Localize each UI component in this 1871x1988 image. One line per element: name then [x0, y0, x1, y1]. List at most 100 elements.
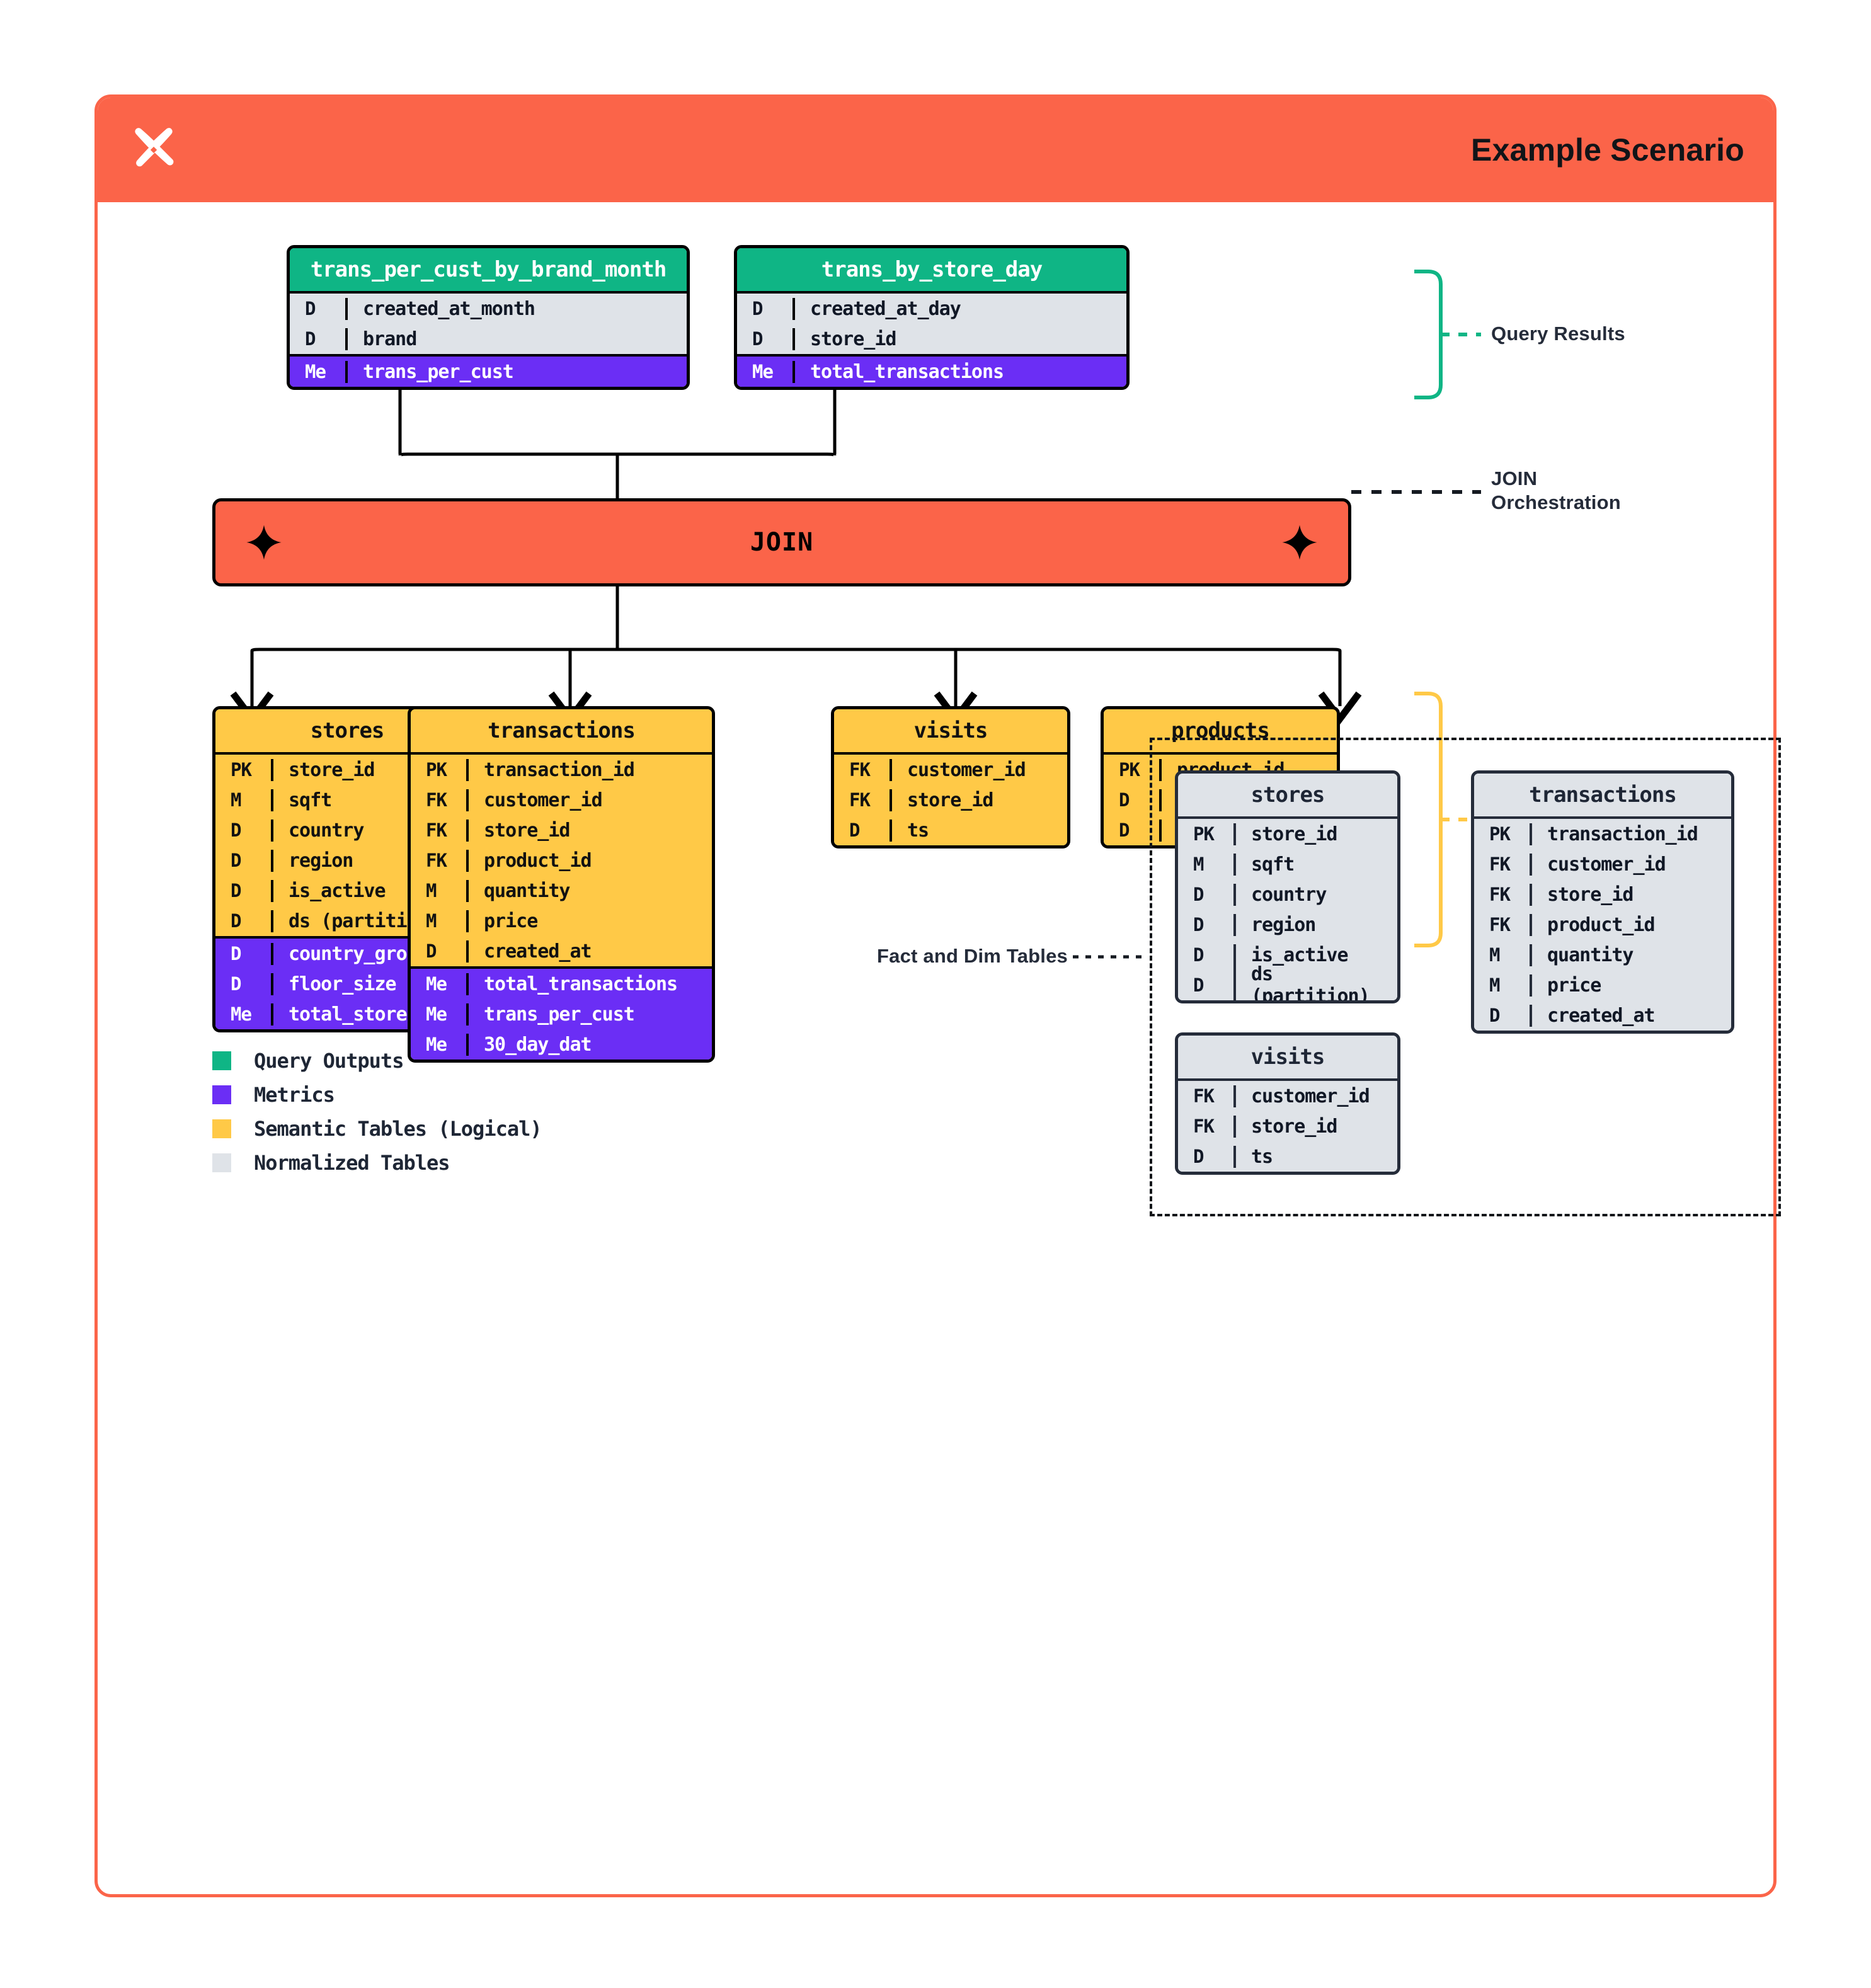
row-key: D	[752, 328, 763, 350]
row-key: FK	[1489, 884, 1511, 905]
row-key: PK	[231, 759, 252, 780]
row-field: ds (partition)	[1233, 963, 1397, 1000]
row-key: D	[1119, 820, 1130, 841]
dimension-rows: D created_at_day D store_id	[737, 291, 1126, 354]
table-row: D created_at_month	[290, 294, 687, 324]
row-field: ts	[1233, 1145, 1397, 1168]
row-field: created_at_month	[345, 297, 687, 320]
row-field: is_active	[271, 879, 479, 902]
fact-dim-container	[1150, 738, 1781, 1216]
table-header: visits	[1178, 1036, 1397, 1078]
row-key: Me	[426, 973, 447, 995]
row-key: D	[849, 820, 860, 841]
row-field: sqft	[271, 789, 479, 811]
row-field: ts	[890, 819, 1067, 842]
annotation-query-results: Query Results	[1491, 322, 1625, 346]
row-key: D	[752, 298, 763, 319]
row-key: Me	[231, 1003, 252, 1025]
row-field: country_group	[271, 942, 479, 965]
row-field: country	[271, 819, 479, 842]
row-field: store_id	[792, 328, 1126, 350]
annotation-text: Fact and Dim Tables	[877, 945, 1068, 967]
table-header: trans_per_cust_by_brand_month	[290, 248, 687, 291]
row-field: total_stores	[271, 1003, 479, 1025]
annotation-text: Query Results	[1491, 323, 1625, 345]
row-key: D	[1193, 914, 1204, 935]
row-field: 30_day_dat	[466, 1033, 712, 1056]
sparkle-icon	[1282, 525, 1317, 560]
annotation-text-line1: JOIN	[1491, 467, 1538, 489]
query-result-table-trans-per-cust-by-brand-month[interactable]: trans_per_cust_by_brand_month D created_…	[287, 245, 690, 390]
row-field: floor_size	[271, 973, 479, 995]
page-title: Example Scenario	[1471, 132, 1744, 168]
row-key: FK	[849, 789, 871, 811]
row-field: country	[1233, 883, 1397, 906]
row-field: brand	[345, 328, 687, 350]
row-key: D	[1489, 1005, 1500, 1026]
row-field: quantity	[1530, 944, 1731, 966]
row-field: region	[271, 849, 479, 872]
legend-label: Query Outputs	[254, 1049, 404, 1073]
row-key: D	[1193, 944, 1204, 966]
row-key: PK	[1489, 823, 1511, 845]
join-orchestration-bar[interactable]: JOIN	[212, 498, 1351, 586]
table-row: Me trans_per_cust	[290, 357, 687, 387]
row-key: FK	[849, 759, 871, 780]
metric-rows: Me trans_per_cust	[290, 354, 687, 387]
table-header: trans_by_store_day	[737, 248, 1126, 291]
legend-label: Semantic Tables (Logical)	[254, 1117, 542, 1141]
row-key: D	[231, 820, 241, 841]
row-key: D	[305, 328, 316, 350]
sparkle-icon	[246, 525, 282, 560]
row-key: PK	[1193, 823, 1215, 845]
table-row: D created_at_day	[737, 294, 1126, 324]
row-key: M	[1489, 974, 1500, 996]
row-field: transaction_id	[1530, 823, 1731, 845]
table-header: transactions	[1474, 774, 1731, 816]
row-key: Me	[426, 1003, 447, 1025]
row-key: PK	[1119, 759, 1140, 780]
table-row: D brand	[290, 324, 687, 354]
row-key: M	[1193, 854, 1204, 875]
legend-item: Metrics	[212, 1078, 542, 1112]
row-key: D	[231, 880, 241, 901]
legend-swatch-metrics	[212, 1085, 231, 1104]
row-key: FK	[426, 789, 447, 811]
query-result-table-trans-by-store-day[interactable]: trans_by_store_day D created_at_day D st…	[734, 245, 1130, 390]
row-key: FK	[426, 820, 447, 841]
row-field: sqft	[1233, 853, 1397, 876]
title-bar: Example Scenario	[98, 98, 1773, 202]
normalized-table-transactions[interactable]: transactions PK transaction_id FK customer…	[1471, 770, 1734, 1034]
row-field: customer_id	[1233, 1085, 1397, 1107]
table-row: PK transaction_id	[1474, 819, 1731, 849]
row-key: D	[1193, 974, 1204, 996]
row-field: customer_id	[1530, 853, 1731, 876]
